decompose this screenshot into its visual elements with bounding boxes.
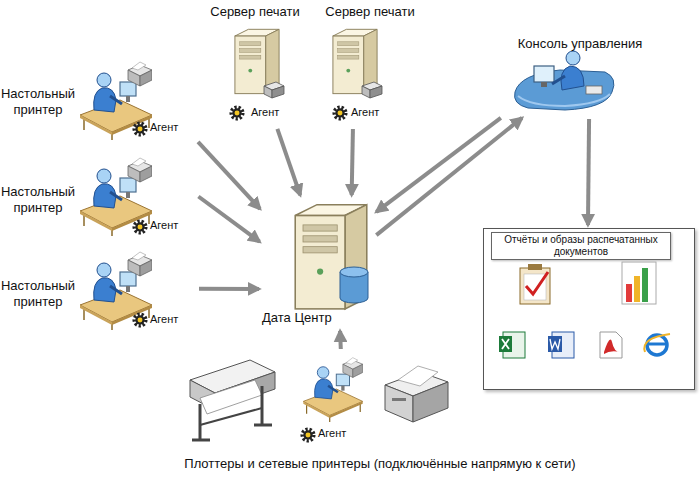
desktop-printer: Настольный принтерАгент xyxy=(0,250,196,336)
agent-label: Агент xyxy=(351,106,379,119)
data-center: Дата Центр xyxy=(262,198,374,328)
plotter-icon xyxy=(190,360,275,440)
flow-arrow xyxy=(352,129,353,195)
agent-label: Агент xyxy=(150,121,178,134)
flow-arrow xyxy=(277,129,300,195)
data-center-icon xyxy=(295,205,368,309)
network-printer-icon xyxy=(385,366,448,422)
management-console: Консоль управления xyxy=(500,34,662,116)
reports-panel: Отчёты и образы распечатанных документов xyxy=(483,228,695,390)
desk-workstation xyxy=(80,158,152,236)
console-icon xyxy=(515,51,614,110)
desktop-printer: Настольный принтерАгент xyxy=(0,58,196,144)
agent-gear xyxy=(334,107,346,119)
server-label: Сервер печати xyxy=(205,4,305,20)
flow-arrow xyxy=(198,142,260,209)
flow-arrow xyxy=(198,196,259,241)
server-label: Сервер печати xyxy=(318,4,422,20)
print-server: Сервер печатиАгент xyxy=(205,2,307,126)
agent-label: Агент xyxy=(150,313,178,326)
print-server: Сервер печатиАгент xyxy=(318,2,424,126)
agent-label: Агент xyxy=(150,219,178,232)
flow-arrow xyxy=(199,287,259,291)
desktop-printer-label: Настольный принтер xyxy=(0,184,76,215)
desk-workstation xyxy=(80,62,152,140)
desktop-printer-label: Настольный принтер xyxy=(0,86,76,117)
small-printer xyxy=(264,82,284,98)
network-printers: АгентПлоттеры и сетевые принтеры (подклю… xyxy=(170,352,592,480)
flow-arrow xyxy=(376,118,522,235)
desktop-printer: Настольный принтерАгент xyxy=(0,156,196,242)
agent-gear xyxy=(134,123,146,135)
desktop-printer-label: Настольный принтер xyxy=(0,278,76,309)
agent-gear xyxy=(134,221,146,233)
agent-gear xyxy=(302,429,314,441)
flow-arrow xyxy=(376,118,500,212)
group-caption: Плоттеры и сетевые принтеры (подключённы… xyxy=(170,456,590,472)
print-server-icons xyxy=(235,29,382,98)
data-center-label: Дата Центр xyxy=(262,310,332,326)
desk-workstation xyxy=(303,358,362,422)
report-icons xyxy=(499,262,670,358)
agent-label: Агент xyxy=(251,106,279,119)
panel-heading: Отчёты и образы распечатанных документов xyxy=(491,232,671,260)
flow-arrow xyxy=(588,119,589,225)
small-printer xyxy=(362,82,382,98)
agent-gear xyxy=(134,314,146,326)
flow-arrow xyxy=(338,331,343,349)
desk-workstation xyxy=(80,252,152,330)
agent-gear xyxy=(231,107,243,119)
agent-label: Агент xyxy=(318,427,346,440)
console-label: Консоль управления xyxy=(500,36,660,52)
